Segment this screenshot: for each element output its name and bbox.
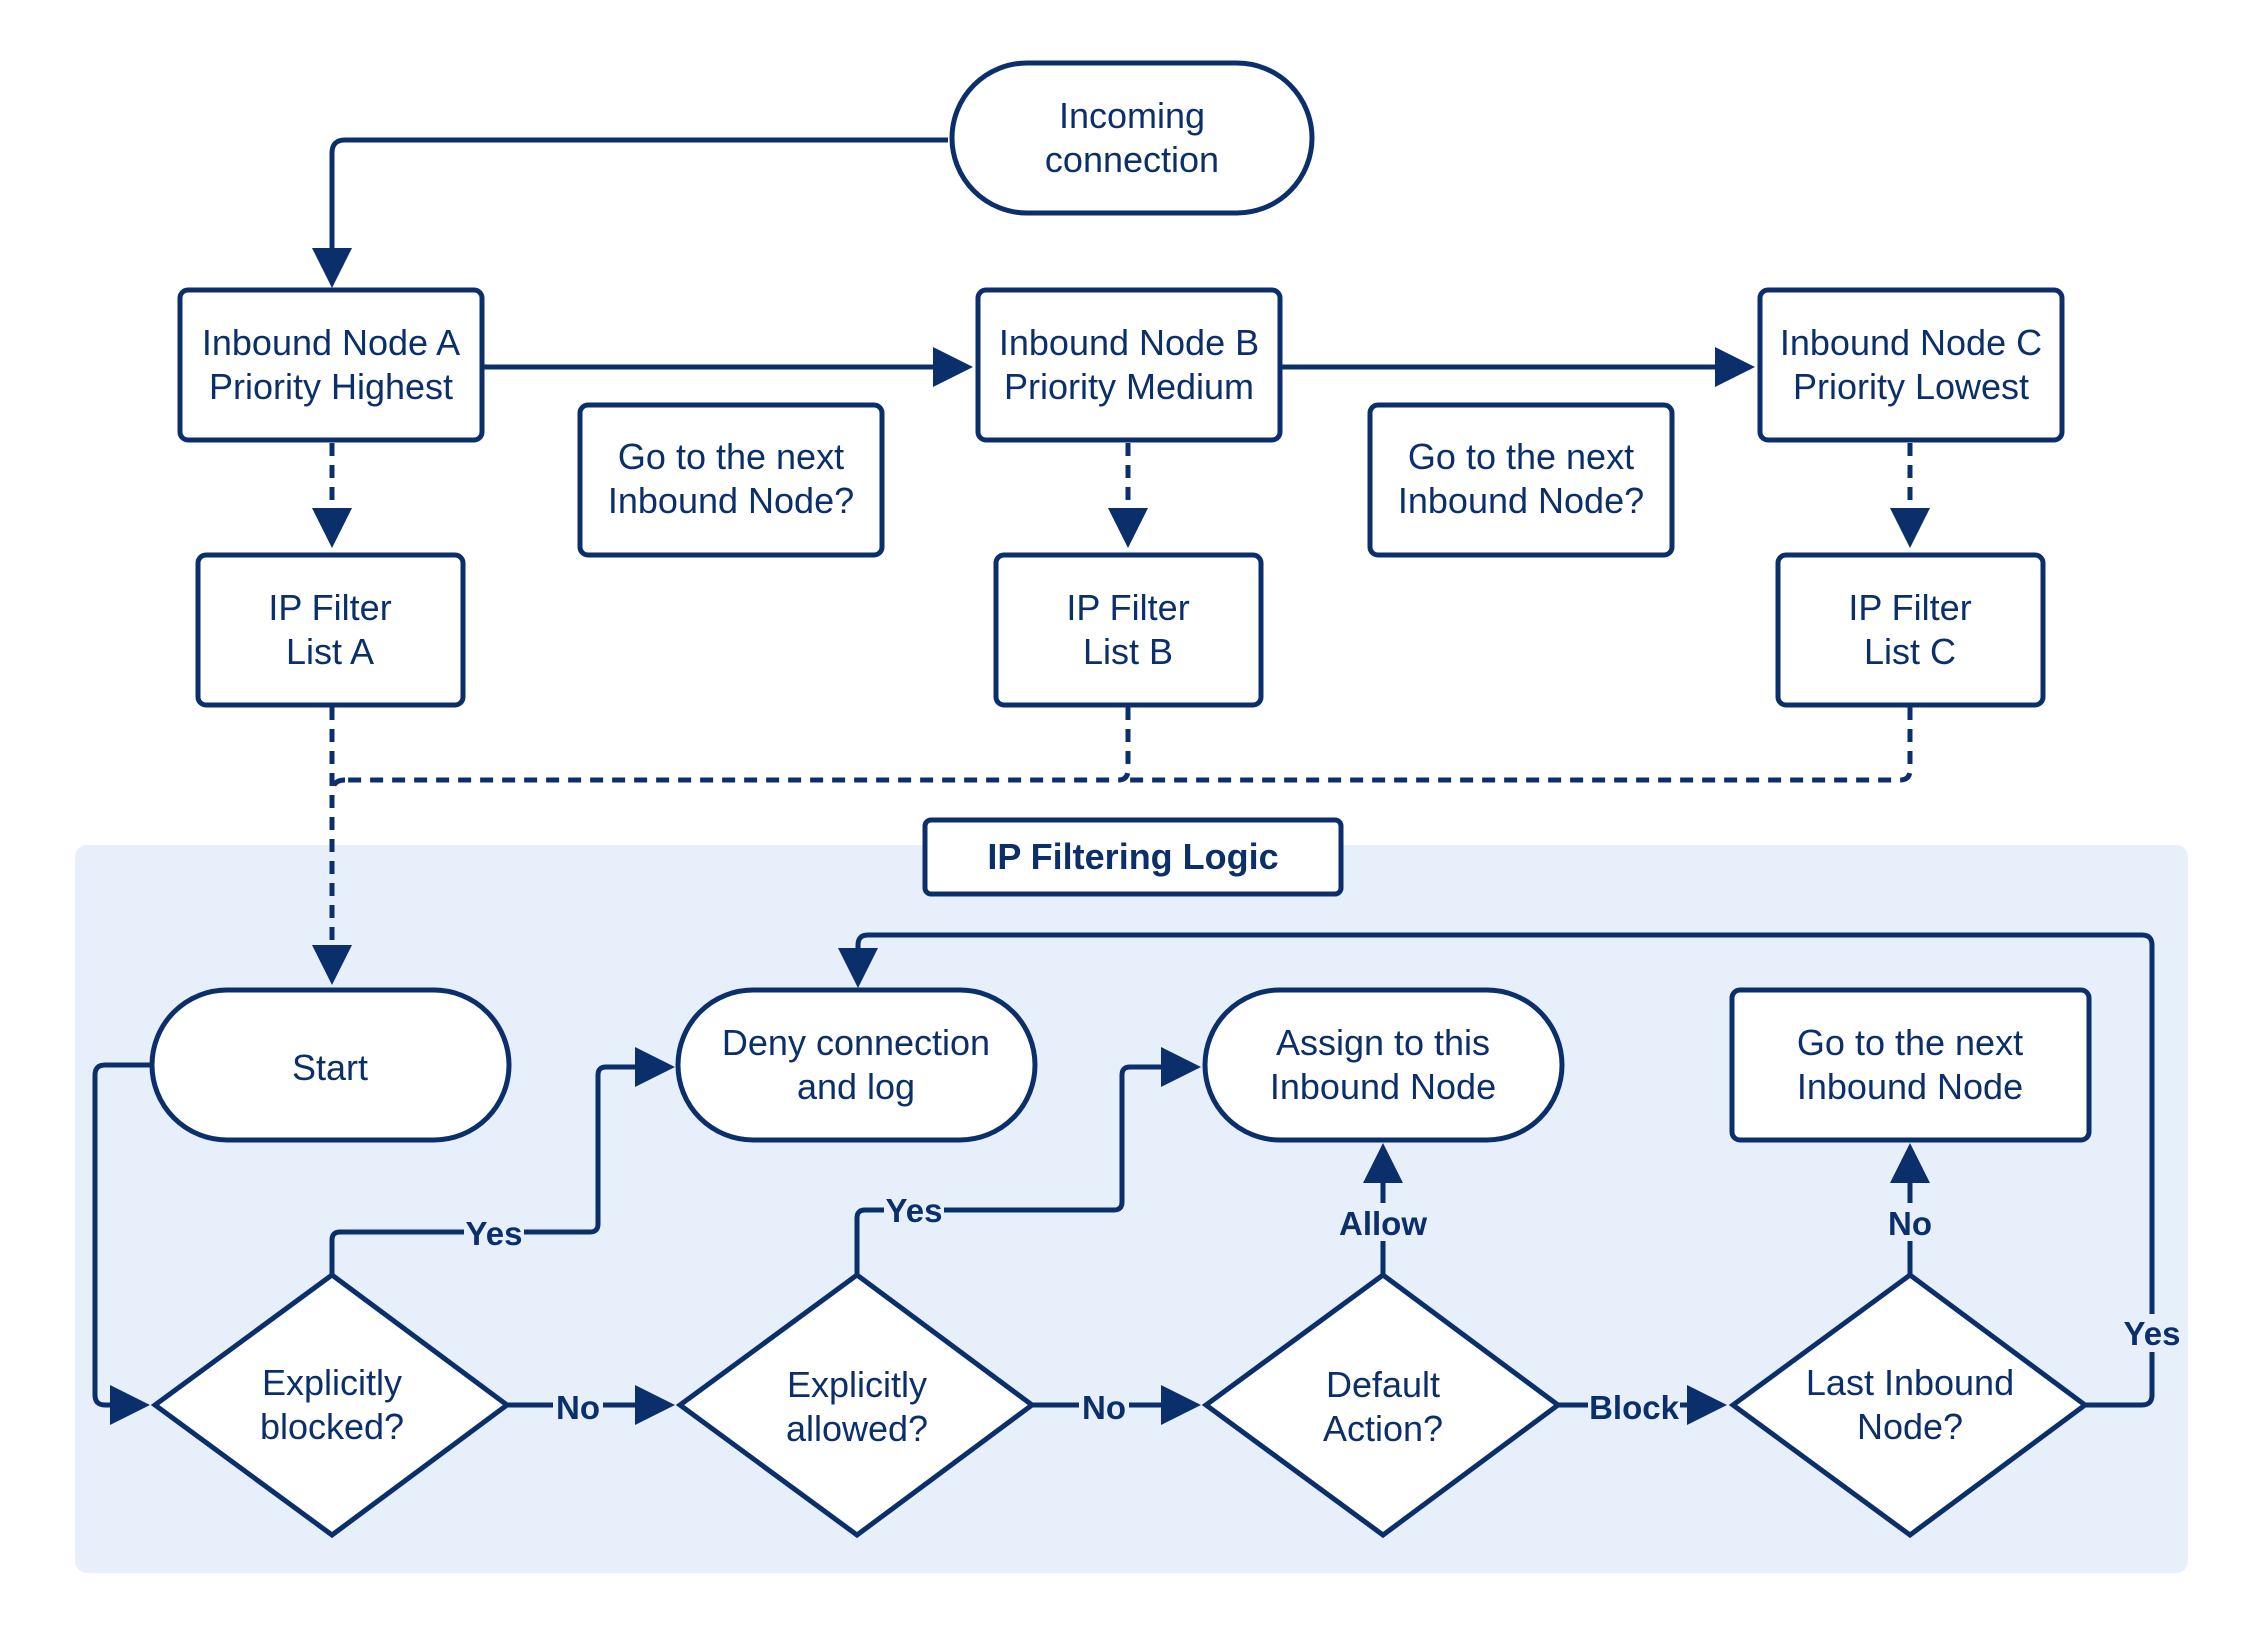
label-allowed-no: No xyxy=(1079,1388,1129,1426)
last-line-1: Last Inbound xyxy=(1806,1362,2014,1403)
allowed-line-2: allowed? xyxy=(786,1408,928,1449)
assign-line-2: Inbound Node xyxy=(1270,1066,1496,1107)
list-c-line-2: List C xyxy=(1864,631,1956,672)
incoming-line-1: Incoming xyxy=(1059,95,1205,136)
label-last-no: No xyxy=(1885,1203,1935,1242)
list-a-line-2: List A xyxy=(286,631,374,672)
deny-line-2: and log xyxy=(797,1066,915,1107)
label-blocked-yes-text: Yes xyxy=(466,1215,523,1252)
allowed-line-1: Explicitly xyxy=(787,1364,927,1405)
last-inbound-node-decision: Last Inbound Node? xyxy=(1728,1271,2090,1539)
inbound-node-a: Inbound Node A Priority Highest xyxy=(177,287,485,443)
list-c-line-1: IP Filter xyxy=(1848,587,1971,628)
label-allowed-yes-text: Yes xyxy=(886,1192,943,1229)
goto-next-line-1: Go to the next xyxy=(1797,1022,2023,1063)
node-a-line-2: Priority Highest xyxy=(209,366,453,407)
explicitly-blocked-decision: Explicitly blocked? xyxy=(150,1271,512,1539)
ip-filter-list-a: IP Filter List A xyxy=(195,552,466,708)
node-c-line-1: Inbound Node C xyxy=(1780,322,2042,363)
start-text: Start xyxy=(292,1047,368,1088)
start-node: Start xyxy=(149,987,512,1143)
node-b-line-2: Priority Medium xyxy=(1004,366,1254,407)
edge-merge-to-start xyxy=(329,777,346,794)
label-allowed-yes: Yes xyxy=(884,1192,944,1230)
blocked-line-1: Explicitly xyxy=(262,1362,402,1403)
explicitly-allowed-decision: Explicitly allowed? xyxy=(675,1271,1037,1539)
label-allowed-no-text: No xyxy=(1082,1389,1126,1426)
list-a-line-1: IP Filter xyxy=(268,587,391,628)
next-q-2-line-2: Inbound Node? xyxy=(1398,480,1644,521)
panel-title: IP Filtering Logic xyxy=(922,817,1344,897)
assign-line-1: Assign to this xyxy=(1276,1022,1490,1063)
last-line-2: Node? xyxy=(1857,1406,1963,1447)
edge-list-b-to-merge xyxy=(345,707,1131,783)
inbound-node-c: Inbound Node C Priority Lowest xyxy=(1757,287,2065,443)
list-b-line-1: IP Filter xyxy=(1066,587,1189,628)
label-blocked-no: No xyxy=(553,1388,603,1426)
label-default-allow-text: Allow xyxy=(1339,1205,1427,1242)
node-a-line-1: Inbound Node A xyxy=(202,322,460,363)
deny-line-1: Deny connection xyxy=(722,1022,990,1063)
label-last-yes-text: Yes xyxy=(2124,1315,2181,1352)
deny-connection-node: Deny connection and log xyxy=(675,987,1038,1143)
next-q-1-line-1: Go to the next xyxy=(618,436,844,477)
next-q-1-line-2: Inbound Node? xyxy=(608,480,854,521)
label-last-yes: Yes xyxy=(2122,1314,2182,1352)
edge-incoming-to-node-a xyxy=(312,137,948,288)
edge-allowed-yes xyxy=(854,1047,1201,1275)
assign-node: Assign to this Inbound Node xyxy=(1202,987,1565,1143)
blocked-line-2: blocked? xyxy=(260,1406,404,1447)
edge-start-to-blocked xyxy=(92,1062,151,1425)
panel-title-text: IP Filtering Logic xyxy=(987,836,1278,877)
default-line-2: Action? xyxy=(1323,1408,1443,1449)
label-last-no-text: No xyxy=(1888,1205,1932,1242)
node-b-line-1: Inbound Node B xyxy=(999,322,1259,363)
inbound-node-b: Inbound Node B Priority Medium xyxy=(975,287,1283,443)
edge-blocked-yes xyxy=(329,1047,675,1275)
next-q-2-line-1: Go to the next xyxy=(1408,436,1634,477)
default-action-decision: Default Action? xyxy=(1201,1271,1563,1539)
label-blocked-no-text: No xyxy=(556,1389,600,1426)
node-c-line-2: Priority Lowest xyxy=(1793,366,2029,407)
next-inbound-question-1: Go to the next Inbound Node? xyxy=(577,402,885,558)
next-inbound-question-2: Go to the next Inbound Node? xyxy=(1367,402,1675,558)
goto-next-inbound-node: Go to the next Inbound Node xyxy=(1729,987,2092,1143)
default-line-1: Default xyxy=(1326,1364,1440,1405)
edge-list-c-to-merge xyxy=(1128,707,1913,783)
label-default-block-text: Block xyxy=(1589,1389,1680,1426)
ip-filter-list-b: IP Filter List B xyxy=(993,552,1264,708)
ip-filter-list-c: IP Filter List C xyxy=(1775,552,2046,708)
incoming-line-2: connection xyxy=(1045,139,1219,180)
goto-next-line-2: Inbound Node xyxy=(1797,1066,2023,1107)
list-b-line-2: List B xyxy=(1083,631,1173,672)
label-blocked-yes: Yes xyxy=(464,1214,524,1252)
label-default-allow: Allow xyxy=(1336,1203,1430,1242)
label-default-block: Block xyxy=(1588,1388,1680,1426)
incoming-connection-node: Incoming connection xyxy=(949,60,1315,216)
edge-last-yes xyxy=(838,932,2155,1408)
